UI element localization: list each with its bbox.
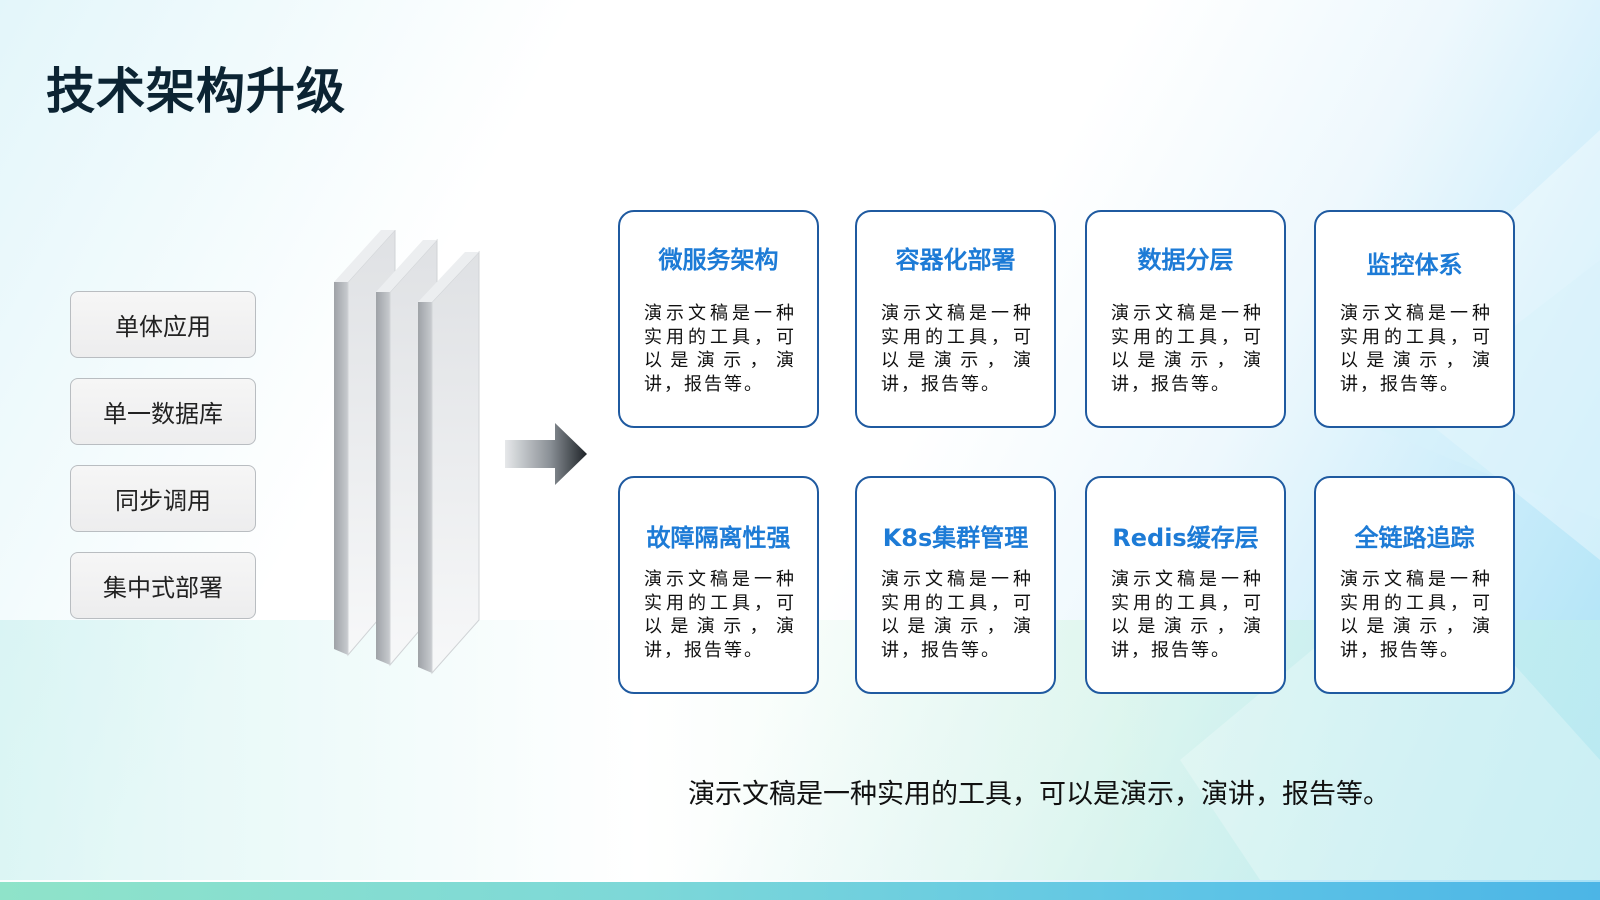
feature-card: 故障隔离性强 演示文稿是一种实用的工具，可以是演示，演讲，报告等。 — [618, 476, 819, 694]
legacy-item: 同步调用 — [70, 465, 256, 532]
right-arrow-icon — [505, 423, 587, 485]
legacy-item: 单体应用 — [70, 291, 256, 358]
feature-card: 微服务架构 演示文稿是一种实用的工具，可以是演示，演讲，报告等。 — [618, 210, 819, 428]
card-body: 演示文稿是一种实用的工具，可以是演示，演讲，报告等。 — [1340, 303, 1492, 395]
card-title: Redis缓存层 — [1112, 524, 1259, 552]
feature-card: 监控体系 演示文稿是一种实用的工具，可以是演示，演讲，报告等。 — [1314, 210, 1515, 428]
slide-caption: 演示文稿是一种实用的工具，可以是演示，演讲，报告等。 — [688, 779, 1390, 810]
card-body: 演示文稿是一种实用的工具，可以是演示，演讲，报告等。 — [881, 303, 1033, 395]
legacy-item: 集中式部署 — [70, 552, 256, 619]
bottom-accent-bar — [0, 882, 1600, 900]
card-title: 故障隔离性强 — [646, 524, 791, 552]
card-title: 微服务架构 — [658, 246, 779, 274]
feature-card: 数据分层 演示文稿是一种实用的工具，可以是演示，演讲，报告等。 — [1085, 210, 1286, 428]
slab-front — [418, 250, 480, 675]
card-title: 全链路追踪 — [1354, 524, 1475, 552]
feature-card: 容器化部署 演示文稿是一种实用的工具，可以是演示，演讲，报告等。 — [855, 210, 1056, 428]
feature-card: 全链路追踪 演示文稿是一种实用的工具，可以是演示，演讲，报告等。 — [1314, 476, 1515, 694]
card-title: K8s集群管理 — [882, 524, 1029, 552]
card-body: 演示文稿是一种实用的工具，可以是演示，演讲，报告等。 — [1340, 569, 1492, 661]
card-body: 演示文稿是一种实用的工具，可以是演示，演讲，报告等。 — [1111, 303, 1263, 395]
card-body: 演示文稿是一种实用的工具，可以是演示，演讲，报告等。 — [644, 569, 796, 661]
slide-title: 技术架构升级 — [46, 63, 347, 120]
card-title: 容器化部署 — [895, 246, 1016, 274]
feature-card: Redis缓存层 演示文稿是一种实用的工具，可以是演示，演讲，报告等。 — [1085, 476, 1286, 694]
stacked-slabs-icon — [334, 230, 480, 675]
legacy-item: 单一数据库 — [70, 378, 256, 445]
card-title: 监控体系 — [1366, 251, 1463, 279]
card-title: 数据分层 — [1137, 246, 1234, 274]
card-body: 演示文稿是一种实用的工具，可以是演示，演讲，报告等。 — [881, 569, 1033, 661]
feature-card: K8s集群管理 演示文稿是一种实用的工具，可以是演示，演讲，报告等。 — [855, 476, 1056, 694]
card-body: 演示文稿是一种实用的工具，可以是演示，演讲，报告等。 — [644, 303, 796, 395]
card-body: 演示文稿是一种实用的工具，可以是演示，演讲，报告等。 — [1111, 569, 1263, 661]
